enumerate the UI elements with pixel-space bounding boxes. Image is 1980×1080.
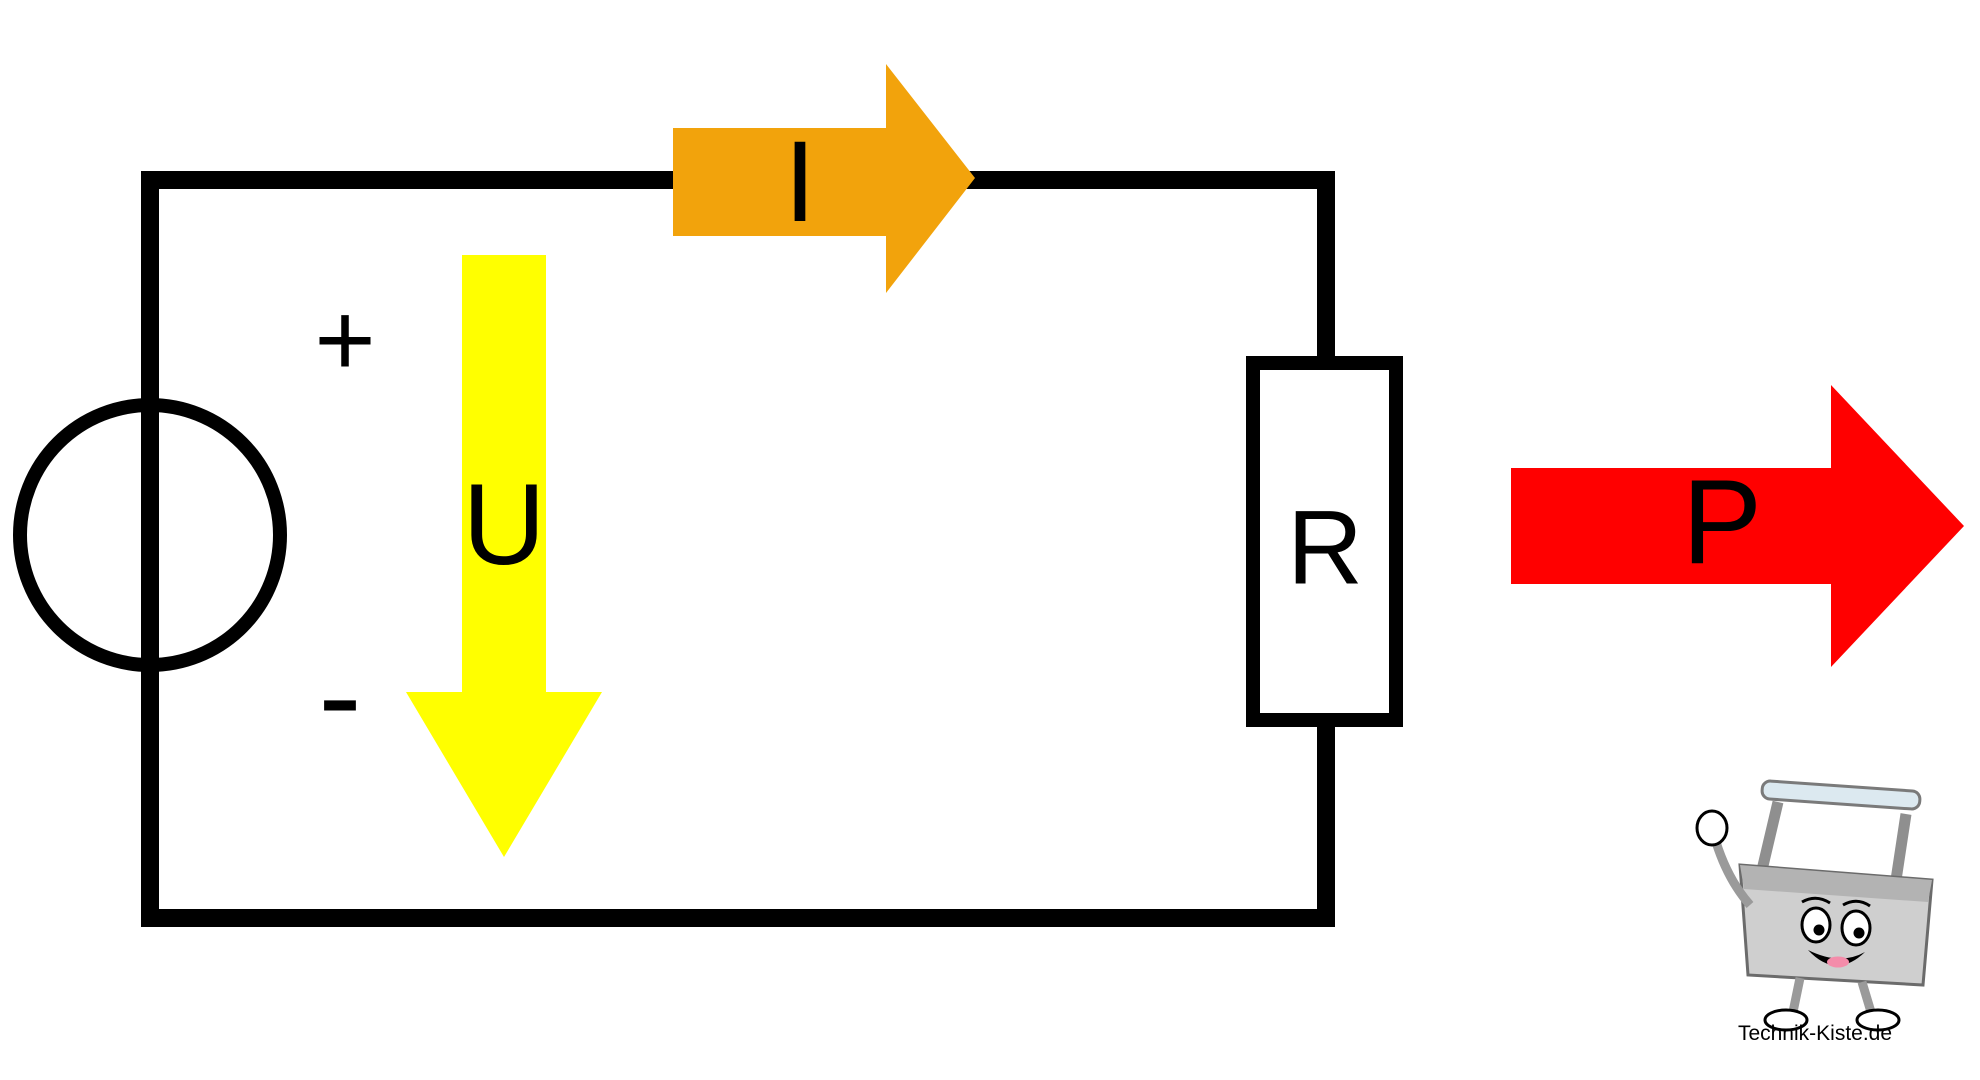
power-arrow [1511,385,1964,667]
current-arrow [673,64,975,293]
resistor-label: R [1287,490,1363,607]
resistor-box [1246,356,1403,727]
voltage-arrow [406,255,602,857]
toolbox-handle-icon [1756,779,1922,881]
polarity-plus: + [314,282,375,399]
voltage-source [13,398,287,672]
toolbox-rim [1740,865,1932,902]
polarity-minus: - [318,622,361,768]
power-label: P [1682,455,1762,589]
current-label: I [784,118,816,246]
toolbox-arm [1695,809,1754,908]
mascot-toolbox [1695,779,1934,1032]
toolbox-legs [1763,977,1901,1032]
voltage-label: U [462,461,545,589]
branding-website: Technik-Kiste.de [1738,1022,1892,1045]
toolbox-face [1800,896,1872,968]
